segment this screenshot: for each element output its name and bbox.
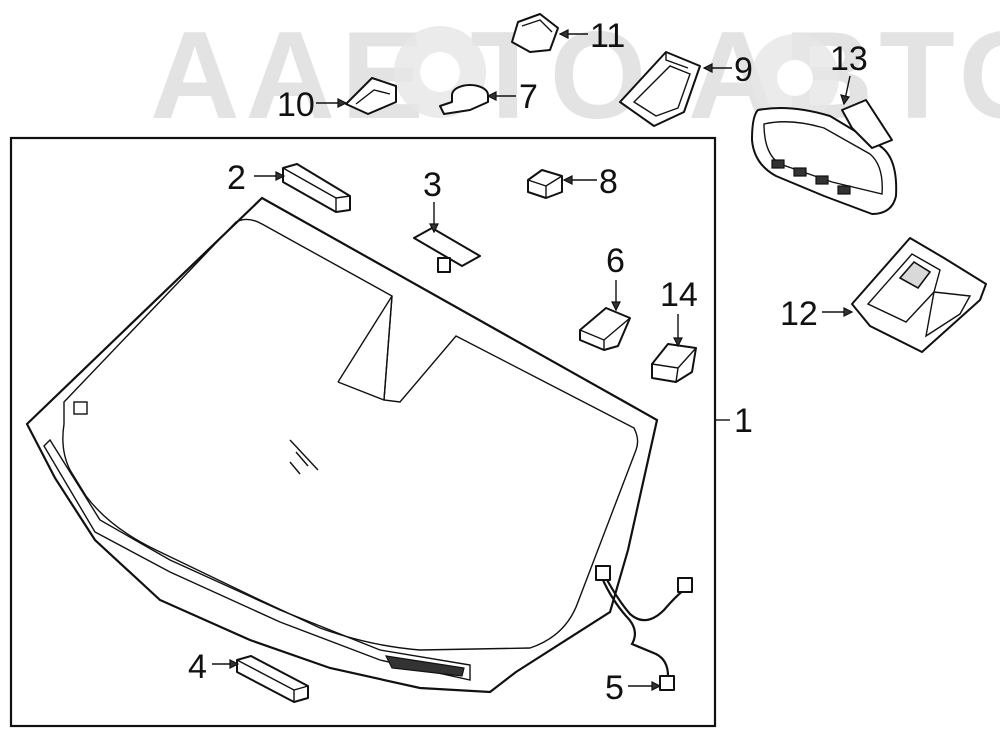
callout-1: 1 (734, 402, 753, 440)
part-3-sensor-cover (413, 227, 481, 273)
part-10-bracket (345, 77, 397, 115)
callout-11: 11 (590, 17, 625, 55)
part-7-sensor (439, 84, 489, 115)
callout-labels: 1 2 3 4 5 6 7 8 9 10 11 12 13 14 (188, 17, 868, 707)
part-13-rearview-mirror (751, 99, 898, 215)
callout-10: 10 (277, 86, 315, 124)
part-9-mount-plate (619, 51, 701, 127)
callout-2: 2 (227, 159, 246, 197)
part-8-clip (527, 169, 563, 199)
assembly-frame (9, 136, 717, 728)
callout-3: 3 (423, 166, 442, 204)
callout-7: 7 (519, 78, 538, 116)
windshield-glass (25, 196, 659, 694)
part-11-bracket (511, 13, 559, 53)
callout-12: 12 (780, 295, 818, 333)
callout-14: 14 (660, 276, 698, 314)
part-6-module (579, 307, 631, 351)
callout-4: 4 (188, 648, 207, 686)
callout-13: 13 (830, 40, 868, 78)
callout-9: 9 (734, 51, 753, 89)
callout-5: 5 (605, 669, 624, 707)
leader-lines (212, 29, 854, 691)
part-14-module (651, 343, 697, 383)
part-4-cover (236, 655, 309, 703)
callout-6: 6 (606, 242, 625, 280)
callout-8: 8 (599, 163, 618, 201)
part-12-console-housing (851, 237, 987, 353)
part-5-wire-harness (595, 565, 693, 691)
part-2-cover (282, 163, 351, 213)
